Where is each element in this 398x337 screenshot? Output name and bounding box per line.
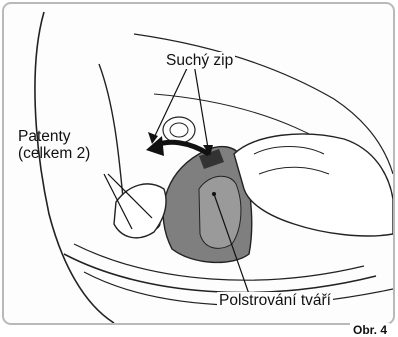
label-snaps-line2: (celkem 2) — [18, 145, 90, 162]
label-snaps-line1: Patenty — [18, 128, 90, 145]
leader-velcro-right — [194, 64, 209, 154]
helmet-shell — [35, 12, 114, 323]
illustration-frame: Suchý zip Patenty (celkem 2) Polstrování… — [2, 2, 395, 325]
label-snaps: Patenty (celkem 2) — [18, 128, 90, 162]
label-velcro: Suchý zip — [164, 52, 235, 69]
label-cheek-pad: Polstrování tváří — [217, 292, 333, 309]
right-hand — [234, 134, 393, 236]
helmet-opening-edge — [99, 64, 124, 209]
vent-hole — [163, 117, 195, 143]
figure-number: Obr. 4 — [350, 323, 390, 337]
vent-hole — [170, 123, 188, 137]
leader-dot — [212, 192, 216, 196]
